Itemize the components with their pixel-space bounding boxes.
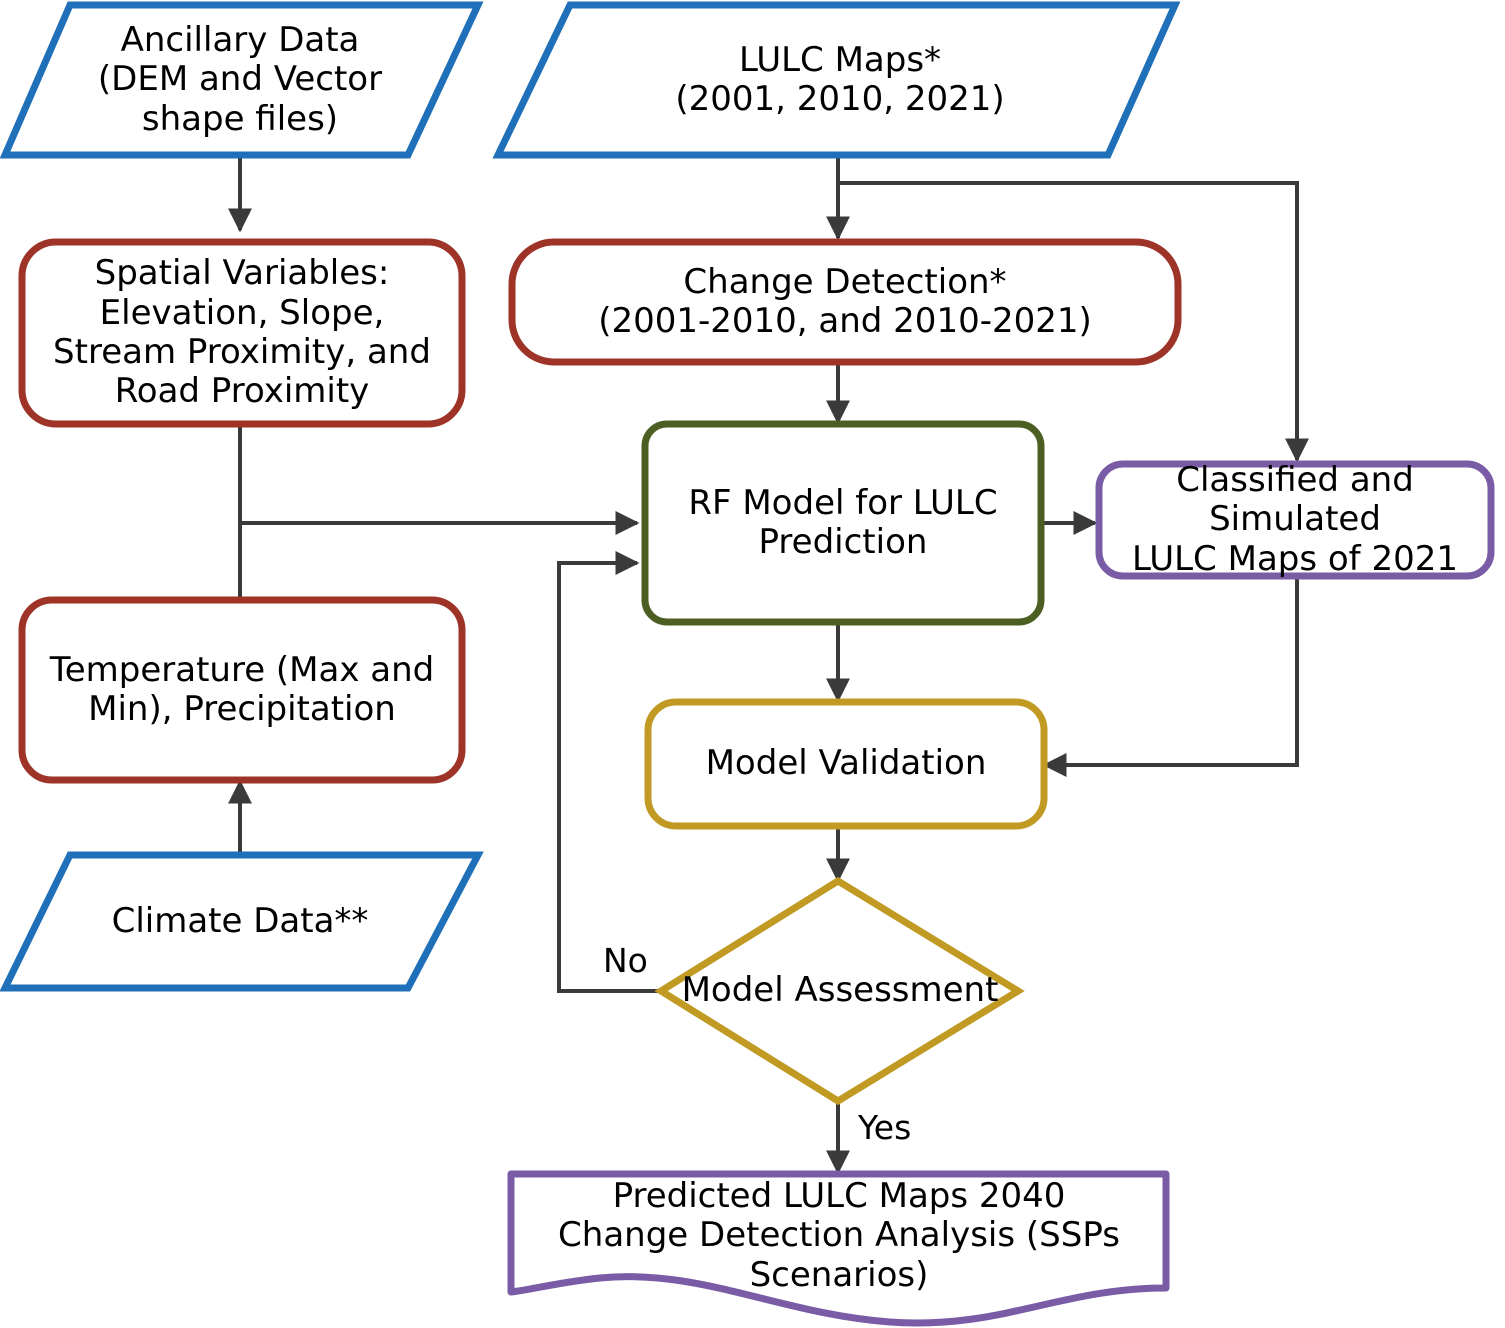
node-temperature-precipitation[interactable]: [18, 596, 466, 784]
node-lulc-maps[interactable]: [492, 1, 1181, 159]
node-predicted-maps[interactable]: [507, 1170, 1170, 1327]
node-model-validation[interactable]: [644, 698, 1048, 830]
node-rf-model[interactable]: [641, 420, 1045, 626]
node-spatial-variables[interactable]: [18, 238, 466, 428]
node-climate-data[interactable]: [0, 851, 484, 992]
edge-assessment-no-to-rfmodel: [557, 551, 661, 993]
node-ancillary-data[interactable]: [0, 1, 484, 159]
edge-lulcmaps-to-classified: [838, 181, 1309, 463]
node-change-detection[interactable]: [508, 238, 1182, 366]
node-classified-simulated-maps[interactable]: [1095, 460, 1495, 580]
edge-classified-to-validation: [1042, 575, 1299, 777]
node-model-assessment[interactable]: [654, 876, 1025, 1106]
